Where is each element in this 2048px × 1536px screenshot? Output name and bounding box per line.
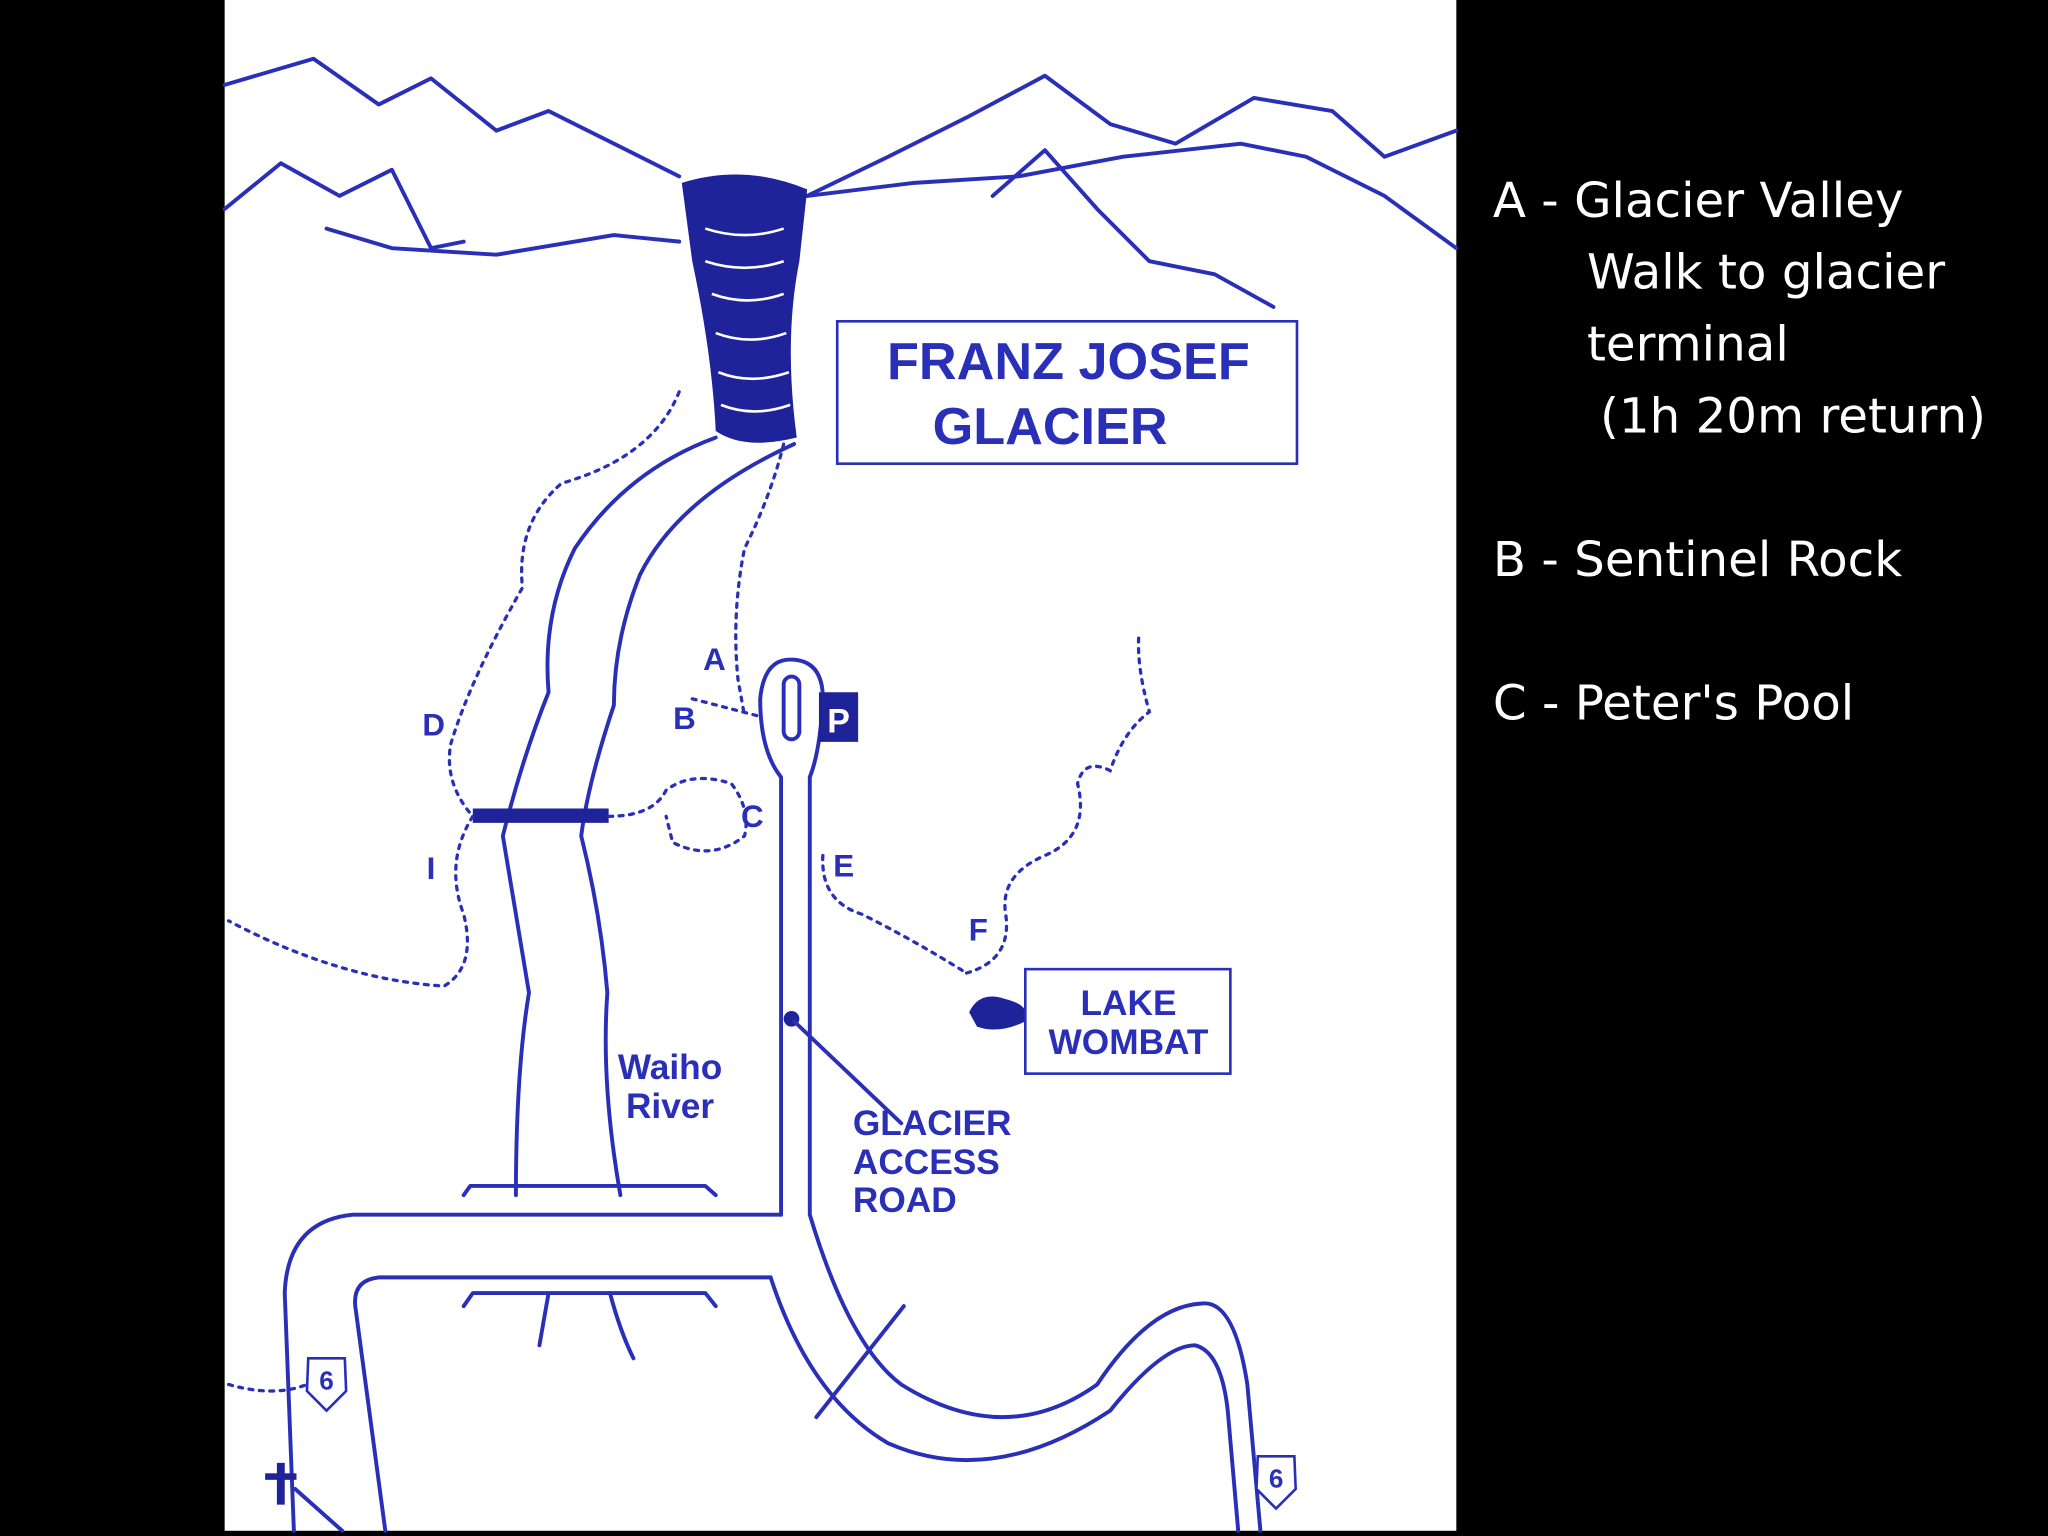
- mountains: [222, 56, 1459, 309]
- river-label: Waiho River: [618, 1048, 722, 1126]
- svg-text:ACCESS: ACCESS: [853, 1143, 1000, 1182]
- track-labels: A B C D E F I: [422, 642, 988, 947]
- parking-sign: P: [818, 692, 859, 742]
- svg-text:River: River: [626, 1087, 714, 1126]
- label-f: F: [969, 912, 988, 947]
- glacier-icon: [681, 174, 808, 443]
- label-e: E: [833, 848, 854, 883]
- label-c: C: [741, 799, 764, 834]
- label-i: I: [427, 851, 436, 886]
- svg-text:ROAD: ROAD: [853, 1181, 957, 1220]
- legend-a-title: A - Glacier Valley: [1493, 173, 1904, 229]
- svg-text:6: 6: [1269, 1464, 1284, 1494]
- title-line-2: GLACIER: [933, 398, 1168, 456]
- svg-text:Waiho: Waiho: [618, 1048, 722, 1087]
- svg-text:GLACIER: GLACIER: [853, 1104, 1012, 1143]
- route-6-shield-east: 6: [1255, 1455, 1298, 1511]
- legend: A - Glacier Valley Walk to glacier termi…: [1493, 173, 1986, 732]
- route-6-shield-west: 6: [305, 1357, 348, 1413]
- lake-wombat-shape: [969, 996, 1027, 1030]
- legend-a-desc-1: Walk to glacier: [1587, 245, 1945, 301]
- label-a: A: [703, 642, 726, 677]
- walking-tracks: [226, 390, 1152, 1393]
- legend-c: C - Peter's Pool: [1493, 676, 1854, 732]
- bridge: [472, 808, 609, 823]
- svg-text:6: 6: [319, 1366, 334, 1396]
- label-d: D: [422, 707, 445, 742]
- title-line-1: FRANZ JOSEF: [887, 333, 1250, 391]
- svg-text:P: P: [827, 703, 850, 741]
- lake-wombat-box: LAKE WOMBAT: [1023, 967, 1232, 1075]
- waiho-river: [461, 435, 797, 1361]
- legend-b: B - Sentinel Rock: [1493, 532, 1902, 588]
- title-box: FRANZ JOSEF GLACIER: [835, 319, 1299, 465]
- legend-a-duration: (1h 20m return): [1600, 388, 1986, 444]
- legend-a-desc-2: terminal: [1587, 316, 1789, 372]
- access-road-label: GLACIER ACCESS ROAD: [853, 1104, 1012, 1220]
- label-b: B: [673, 701, 696, 736]
- access-road: [282, 657, 1263, 1533]
- svg-text:LAKE: LAKE: [1081, 984, 1177, 1023]
- church-cross-icon: [265, 1462, 345, 1533]
- svg-text:WOMBAT: WOMBAT: [1049, 1023, 1209, 1062]
